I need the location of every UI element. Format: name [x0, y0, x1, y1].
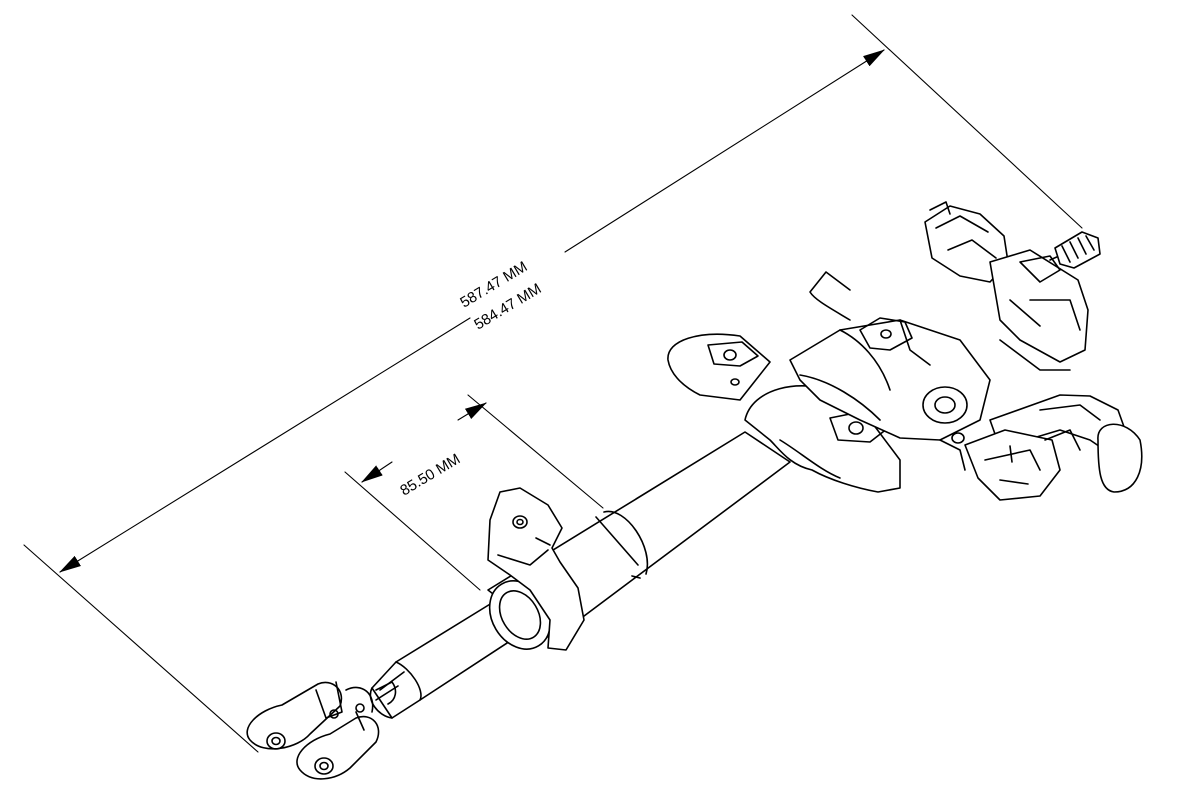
- extension-line-offset-left: [344, 471, 481, 591]
- extension-line-right: [851, 14, 1083, 229]
- offset-arrow-right: [457, 402, 487, 421]
- dimension-arrow-right: [564, 49, 885, 253]
- mounting-bracket: [487, 487, 585, 651]
- offset-arrow-left: [361, 461, 393, 483]
- universal-joint: [246, 681, 397, 780]
- extension-line-offset-right: [467, 394, 604, 509]
- extension-line-left: [23, 544, 259, 753]
- offset-dimension-label: 85.50 MM: [397, 451, 463, 500]
- steering-column: [246, 201, 1143, 780]
- upper-housing: [667, 201, 1143, 501]
- dimension-arrow-left: [59, 317, 471, 573]
